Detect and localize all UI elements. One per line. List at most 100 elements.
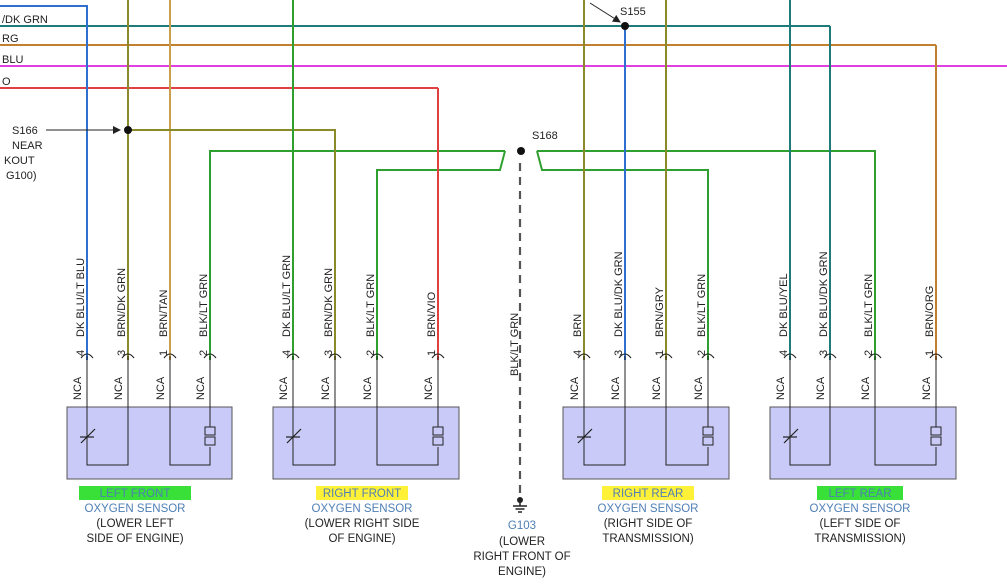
sensor-title: OXYGEN SENSOR [312, 503, 413, 515]
pin-wire-color: BRN/DK GRN [323, 268, 335, 337]
sensor-title: OXYGEN SENSOR [810, 503, 911, 515]
variable-resistor-icon [286, 428, 302, 444]
sensor-box [769, 406, 957, 480]
pin-wire-color: BLK/LT GRN [198, 274, 210, 337]
variable-resistor-icon [577, 428, 593, 444]
pin-wire-color: DK BLU/DK GRN [818, 251, 830, 337]
variable-resistor-icon [80, 428, 96, 444]
sensor-location: SIDE OF ENGINE) [86, 533, 183, 545]
sensor-position-label: LEFT REAR [828, 488, 891, 500]
label-highlight [602, 486, 694, 500]
connector-chevron-icon [370, 353, 384, 359]
pin-number: 1 [924, 350, 936, 356]
pin-nca: NCA [610, 376, 622, 400]
pin-wire-color: DK BLU/LT GRN [281, 255, 293, 337]
connector-chevron-icon [203, 353, 217, 359]
ground-id: G103 [508, 520, 536, 532]
pin-number: 2 [198, 350, 210, 356]
connector-chevron-icon [163, 353, 177, 359]
sensing-element-icon [204, 426, 216, 436]
sensor-location: TRANSMISSION) [814, 533, 906, 545]
wire-5 [376, 150, 506, 360]
sensor-title: OXYGEN SENSOR [598, 503, 699, 515]
ground-location-2: RIGHT FRONT OF [473, 551, 570, 563]
sensing-element-icon [432, 426, 444, 436]
sensor-location: OF ENGINE) [328, 533, 395, 545]
pin-number: 3 [323, 350, 335, 356]
label-highlight [817, 486, 903, 500]
sensor-heater-trace [292, 407, 336, 466]
pin-nca: NCA [362, 376, 374, 400]
ground-location-3: ENGINE) [498, 566, 546, 578]
sensor-position-label: LEFT FRONT [100, 488, 171, 500]
pin-nca: NCA [921, 376, 933, 400]
sensor-location: (RIGHT SIDE OF [604, 518, 693, 530]
pin-number: 3 [613, 350, 625, 356]
sensing-element-icon [204, 436, 216, 446]
pin-number: 1 [426, 350, 438, 356]
pin-wire-color: BRN/ORG [924, 286, 936, 337]
sensor-wires [0, 0, 937, 360]
sensor-title: OXYGEN SENSOR [85, 503, 186, 515]
pin-number: 1 [158, 350, 170, 356]
pin-nca: NCA [195, 376, 207, 400]
pin-wire-color: BRN/DK GRN [116, 268, 128, 337]
pin-nca: NCA [569, 376, 581, 400]
sensor-location: TRANSMISSION) [602, 533, 694, 545]
sensor-heater-trace [583, 407, 626, 466]
ground-g103 [513, 163, 527, 513]
sensor-position-label: RIGHT FRONT [323, 488, 401, 500]
sensor-heater-trace [86, 407, 129, 466]
sensing-element-icon [930, 436, 942, 446]
pin-number: 2 [696, 350, 708, 356]
sensor-location: (LOWER LEFT [96, 518, 173, 530]
variable-resistor-icon [783, 428, 799, 444]
splice-label-s168: S168 [532, 130, 558, 142]
splice-dot-s155 [621, 22, 629, 30]
sensor-box [272, 406, 460, 480]
pin-nca: NCA [860, 376, 872, 400]
sensor-element-trace [665, 407, 709, 466]
connector-chevron-icon [659, 353, 673, 359]
sensor-box [562, 406, 730, 480]
pin-number: 4 [75, 350, 87, 356]
pin-wire-color: DK BLU/DK GRN [613, 251, 625, 337]
pin-wire-color: BRN/VIO [426, 291, 438, 337]
splice-label-s155: S155 [620, 6, 646, 18]
pin-number: 3 [116, 350, 128, 356]
splice-note-line-2: KOUT [4, 155, 35, 167]
sensor-box [66, 406, 233, 480]
pin-nca: NCA [815, 376, 827, 400]
connector-chevron-icon [929, 353, 943, 359]
sensing-element-icon [702, 426, 714, 436]
sensing-element-icon [702, 436, 714, 446]
pin-number: 4 [778, 350, 790, 356]
sensor-heater-trace [789, 407, 831, 466]
pin-wire-color: DK BLU/LT BLU [75, 258, 87, 337]
sensing-element-icon [432, 436, 444, 446]
connector-chevron-icon [286, 353, 300, 359]
connector-chevron-icon [328, 353, 342, 359]
label-highlight [79, 486, 191, 500]
pin-nca: NCA [320, 376, 332, 400]
wire-6 [537, 150, 876, 360]
connector-chevron-icon [121, 353, 135, 359]
left-wire-label-4: O [2, 76, 11, 88]
connector-chevron-icon [577, 353, 591, 359]
splice-note-line-1: NEAR [12, 140, 43, 152]
left-wire-label-1: /DK GRN [2, 14, 48, 26]
sensor-location: (LOWER RIGHT SIDE [305, 518, 420, 530]
connector-chevron-icon [783, 353, 797, 359]
sensor-location: (LEFT SIDE OF [820, 518, 901, 530]
pin-nca: NCA [155, 376, 167, 400]
pin-number: 1 [654, 350, 666, 356]
sensor-element-trace [376, 407, 439, 466]
pin-nca: NCA [278, 376, 290, 400]
splice-note-line-3: G100) [6, 170, 37, 182]
pin-nca: NCA [693, 376, 705, 400]
connector-chevron-icon [431, 353, 445, 359]
ground-wire-label: BLK/LT GRN [509, 313, 521, 376]
